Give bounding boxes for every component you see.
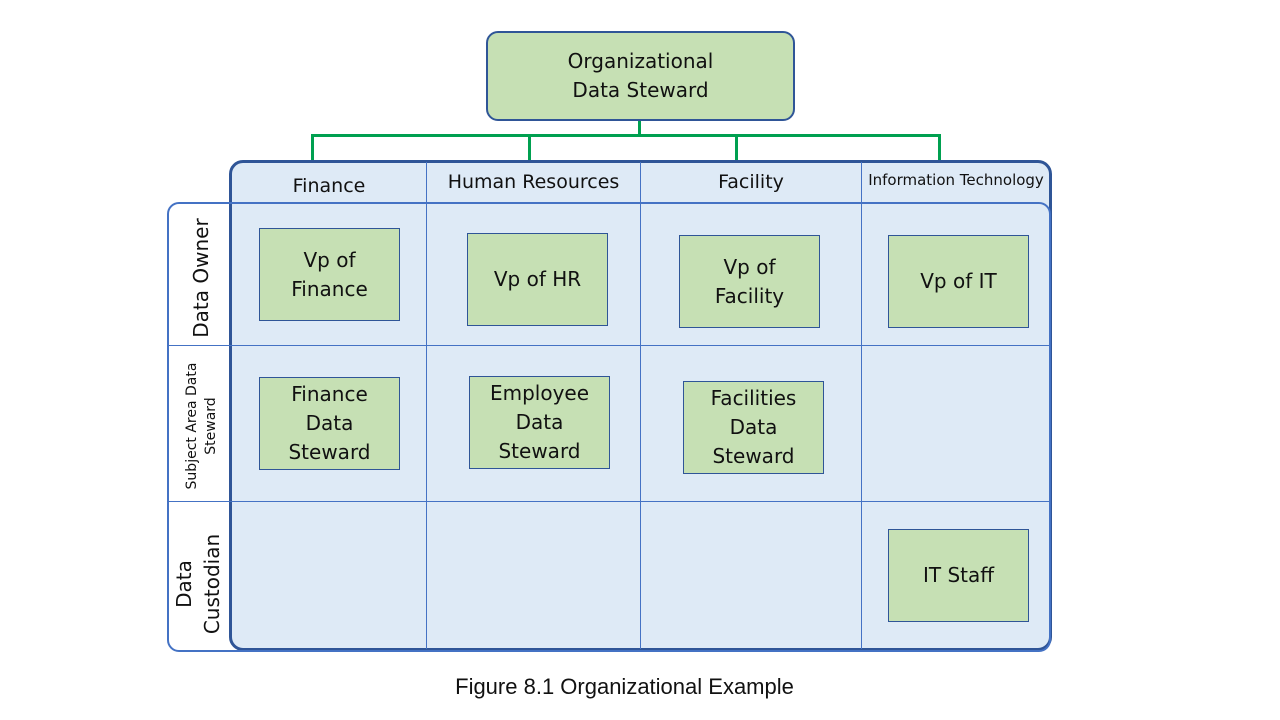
column-header-human-resources: Human Resources [447,171,620,193]
connector-stem [638,121,641,136]
vp-finance-line2: Finance [291,276,368,301]
row-header-custodian-line1: Data [172,560,196,608]
row-header-data-owner-text: Data Owner [189,218,213,338]
row-header-frame [167,202,1051,652]
finance-steward-line2: Data [305,411,354,435]
vp-facility-line2: Facility [714,283,785,308]
connector-drop-hr [528,134,531,160]
finance-steward-line1: Finance [291,382,368,406]
employee-steward-line2: Data [515,410,564,434]
employee-steward-line1: Employee [489,381,590,405]
vp-it-text: Vp of IT [920,269,997,293]
row-header-data-custodian: Data Custodian [170,524,226,644]
employee-data-steward-box: Employee Data Steward [469,376,610,469]
finance-data-steward-box: Finance Data Steward [259,377,400,470]
grid-vline-1 [426,162,427,649]
grid-hline-1 [169,345,1049,346]
column-header-finance: Finance [292,175,366,197]
vp-facility-line1: Vp of [723,254,776,279]
grid-vline-3 [861,162,862,649]
facilities-steward-line3: Steward [712,444,795,468]
it-staff-text: IT Staff [922,563,995,587]
row-header-steward-line2: Steward [203,397,219,455]
row-header-steward-line1: Subject Area Data [184,362,200,490]
vp-hr-text: Vp of HR [493,267,582,291]
vp-of-hr-box: Vp of HR [467,233,608,326]
facilities-data-steward-box: Facilities Data Steward [683,381,824,474]
vp-finance-line1: Vp of [303,247,356,272]
column-header-information-technology: Information Technology [868,171,1044,189]
connector-drop-facility [735,134,738,160]
vp-of-it-box: Vp of IT [888,235,1029,328]
root-line2: Data Steward [572,78,709,102]
grid-hline-2 [169,501,1049,502]
vp-of-facility-box: Vp of Facility [679,235,820,328]
root-line1: Organizational [567,49,714,73]
column-header-facility: Facility [718,171,784,193]
employee-steward-line3: Steward [498,439,581,463]
facilities-steward-line2: Data [729,415,778,439]
it-staff-box: IT Staff [888,529,1029,622]
connector-bus [311,134,941,137]
row-header-data-owner: Data Owner [181,208,221,348]
organizational-data-steward-box: Organizational Data Steward [486,31,795,121]
figure-caption: Figure 8.1 Organizational Example [455,674,794,699]
facilities-steward-line1: Facilities [710,386,797,410]
connector-drop-finance [311,134,314,160]
row-header-custodian-line2: Custodian [200,533,224,635]
vp-of-finance-box: Vp of Finance [259,228,400,321]
connector-drop-it [938,134,941,160]
grid-vline-2 [640,162,641,649]
row-header-subject-area-steward: Subject Area Data Steward [179,348,225,504]
finance-steward-line3: Steward [288,440,371,464]
